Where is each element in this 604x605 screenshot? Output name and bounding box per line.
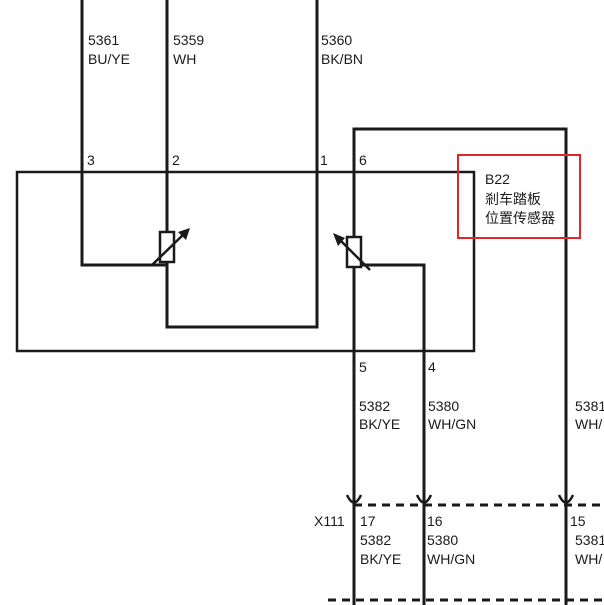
conn-pin-15: 15 xyxy=(570,513,586,529)
top-wire-1-circuit: 5360 xyxy=(321,32,352,48)
connector-ref: X111 xyxy=(314,513,345,529)
top-wire-3-color: BU/YE xyxy=(88,51,130,67)
connector-cup-16 xyxy=(415,494,433,504)
bottom-wire-5380-color: WH/GN xyxy=(428,416,476,432)
sensor-component-box xyxy=(15,170,476,353)
pin-3: 3 xyxy=(87,152,95,168)
connector-cup-17 xyxy=(345,494,363,504)
bottom-wire-5380-circuit: 5380 xyxy=(428,398,459,414)
lower-wire-5380-circuit: 5380 xyxy=(427,532,458,548)
component-name-line1: 剎车踏板 xyxy=(485,191,541,207)
bottom-wire-5382-circuit: 5382 xyxy=(359,398,390,414)
bottom-wire-5382-color: BK/YE xyxy=(359,416,400,432)
left-potentiometer-symbol xyxy=(151,228,190,266)
top-wire-2-color: WH xyxy=(173,51,196,67)
top-wire-3-circuit: 5361 xyxy=(88,32,119,48)
right-potentiometer-symbol xyxy=(333,233,371,271)
wire-5359-5360-loop xyxy=(165,0,319,329)
pin-2: 2 xyxy=(172,152,180,168)
top-wire-1-color: BK/BN xyxy=(321,51,363,67)
connector-cup-15 xyxy=(557,494,575,504)
lower-wire-5381-color: WH/ xyxy=(575,551,602,567)
component-ref: B22 xyxy=(485,171,510,187)
pin-5: 5 xyxy=(359,359,367,375)
bottom-wire-5381-circuit: 5381 xyxy=(575,398,604,414)
component-name-line2: 位置传感器 xyxy=(485,210,555,226)
highlight-box xyxy=(457,154,581,239)
wire-5361 xyxy=(80,0,169,267)
pin-1: 1 xyxy=(320,152,328,168)
wire-5380 xyxy=(352,263,426,507)
conn-pin-17: 17 xyxy=(360,513,376,529)
conn-pin-16: 16 xyxy=(427,513,443,529)
pin-6: 6 xyxy=(359,152,367,168)
wire-5381-loop xyxy=(352,127,568,507)
top-wire-2-circuit: 5359 xyxy=(173,32,204,48)
lower-wire-5382-circuit: 5382 xyxy=(360,532,391,548)
lower-wire-5380-color: WH/GN xyxy=(427,551,475,567)
pin-4: 4 xyxy=(428,359,436,375)
bottom-wire-5381-color: WH/ xyxy=(575,416,602,432)
lower-wire-5381-circuit: 5381 xyxy=(575,532,604,548)
lower-wire-5382-color: BK/YE xyxy=(360,551,401,567)
